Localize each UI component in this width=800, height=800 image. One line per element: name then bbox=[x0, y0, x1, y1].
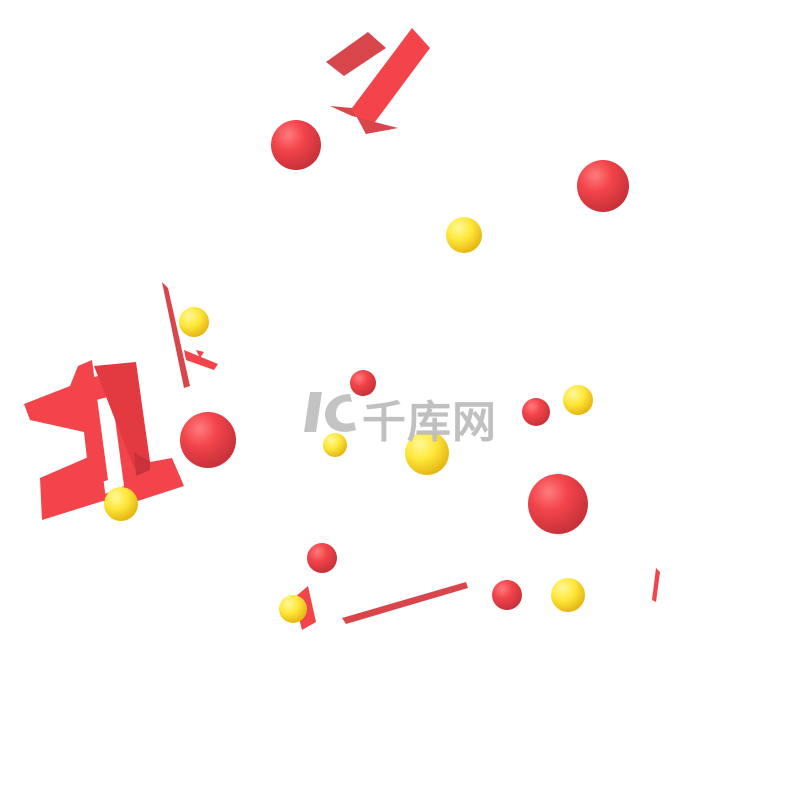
red-sphere bbox=[528, 474, 588, 534]
red-sphere bbox=[492, 580, 522, 610]
red-sphere bbox=[271, 120, 321, 170]
red-sphere bbox=[350, 370, 376, 396]
yellow-sphere bbox=[551, 578, 585, 612]
red-sphere bbox=[180, 412, 236, 468]
watermark-logo-icon bbox=[304, 392, 356, 432]
ribbon-strip-right bbox=[652, 568, 660, 602]
yellow-sphere bbox=[405, 431, 449, 475]
yellow-sphere bbox=[446, 217, 482, 253]
yellow-sphere bbox=[179, 307, 209, 337]
red-sphere bbox=[307, 543, 337, 573]
yellow-sphere bbox=[279, 595, 307, 623]
watermark-text: 千库网 bbox=[362, 397, 497, 448]
yellow-sphere bbox=[323, 433, 347, 457]
ribbon-strip-left bbox=[162, 282, 218, 388]
yellow-sphere bbox=[104, 487, 138, 521]
red-sphere bbox=[577, 160, 629, 212]
red-sphere bbox=[522, 398, 550, 426]
ribbon-strip-bottom bbox=[342, 582, 468, 624]
number-eleven-shape bbox=[24, 360, 184, 520]
ribbon-top bbox=[326, 28, 430, 134]
yellow-sphere bbox=[563, 385, 593, 415]
